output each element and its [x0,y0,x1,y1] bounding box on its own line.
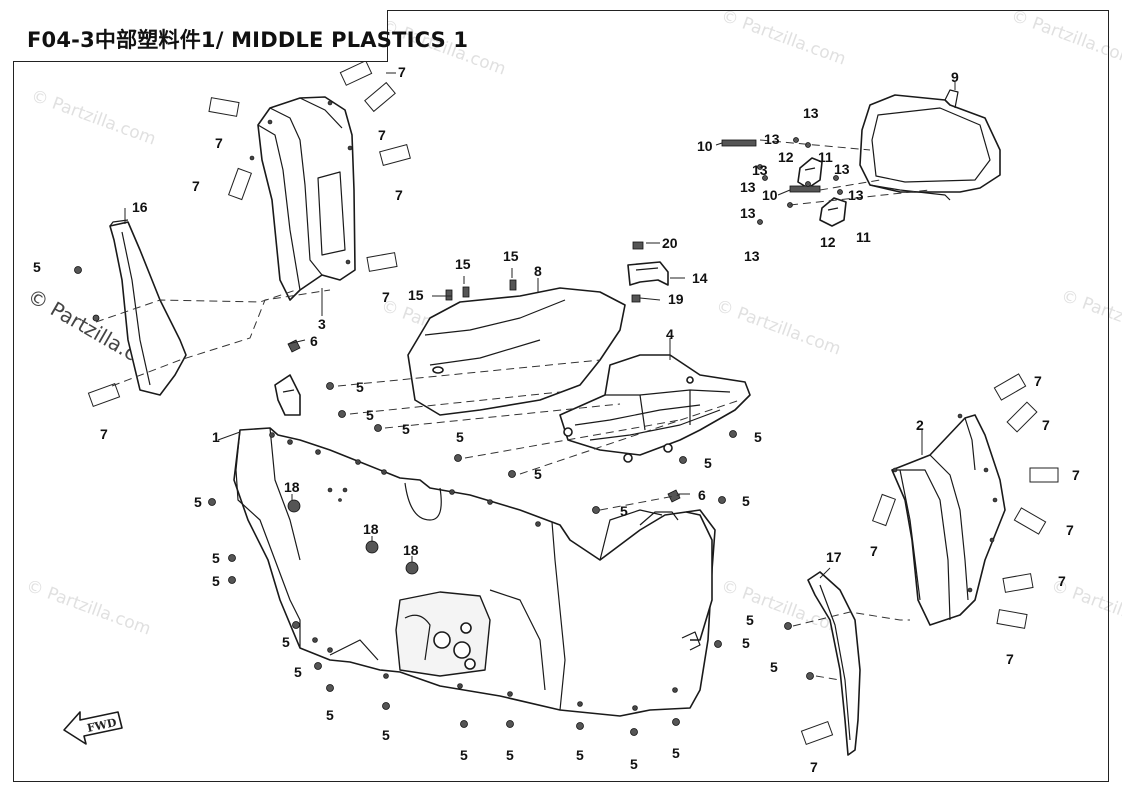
callout-18: 18 [403,542,419,558]
title-block: F04-3中部塑料件1/ MIDDLE PLASTICS 1 [13,10,468,62]
hardware-fasteners [74,137,843,736]
drawing-border [13,10,1109,782]
callout-13: 13 [803,105,819,121]
callout-13: 13 [740,179,756,195]
callout-5: 5 [382,727,390,743]
callout-7: 7 [100,426,108,442]
part-3-left-side-panel [249,96,356,301]
callout-5: 5 [356,379,364,395]
callout-15: 15 [503,248,519,264]
callout-11: 11 [856,229,871,245]
callout-15: 15 [408,287,424,303]
callout-16: 16 [132,199,148,215]
part-17-right-trim-strip [807,571,861,756]
callout-7: 7 [382,289,390,305]
callout-7: 7 [810,759,818,775]
callout-5: 5 [742,493,750,509]
callout-10: 10 [762,187,778,203]
callout-5: 5 [620,503,628,519]
callout-7: 7 [192,178,200,194]
callout-5: 5 [672,745,680,761]
callout-7: 7 [1072,467,1080,483]
callout-12: 12 [820,234,836,250]
callout-12: 12 [778,149,794,165]
callout-9: 9 [951,69,959,85]
callout-5: 5 [33,259,41,275]
callout-7: 7 [1034,373,1042,389]
callout-7: 7 [870,543,878,559]
callout-5: 5 [212,573,220,589]
part-8-center-cover [407,287,626,416]
callout-7: 7 [398,64,406,80]
callout-14: 14 [692,270,708,286]
callout-5: 5 [194,494,202,510]
callout-20: 20 [662,235,678,251]
callout-6: 6 [310,333,318,349]
callout-13: 13 [744,248,760,264]
assembly-dashed-lines [95,139,931,681]
part-2-right-side-panel [891,413,1006,626]
callout-7: 7 [1066,522,1074,538]
callout-5: 5 [534,466,542,482]
callout-13: 13 [764,131,780,147]
callout-5: 5 [630,756,638,772]
callout-5: 5 [326,707,334,723]
callout-5: 5 [460,747,468,763]
callout-5: 5 [506,747,514,763]
callout-labels: 1 2 3 4 5 5 5 5 5 5 5 5 5 5 5 5 5 5 5 5 … [33,64,1080,775]
callout-5: 5 [770,659,778,675]
callout-5: 5 [402,421,410,437]
callout-7: 7 [1042,417,1050,433]
callout-5: 5 [282,634,290,650]
callout-13: 13 [752,162,768,178]
callout-13: 13 [848,187,864,203]
part-4-storage-tray [559,354,751,463]
callout-4: 4 [666,326,674,342]
callout-5: 5 [576,747,584,763]
callout-2: 2 [916,417,924,433]
callout-5: 5 [456,429,464,445]
callout-17: 17 [826,549,842,565]
callout-7: 7 [1058,573,1066,589]
callout-5: 5 [754,429,762,445]
callout-15: 15 [455,256,471,272]
callout-6: 6 [698,487,706,503]
callout-7: 7 [395,187,403,203]
callout-leader-lines [124,72,956,579]
callout-5: 5 [742,635,750,651]
callout-11: 11 [818,149,833,165]
part-16-left-trim-strip [109,219,187,396]
part-14-bracket [627,241,669,303]
callout-1: 1 [212,429,220,445]
callout-10: 10 [697,138,713,154]
callout-5: 5 [746,612,754,628]
callout-18: 18 [284,479,300,495]
callout-7: 7 [378,127,386,143]
fwd-label: FWD [86,716,118,735]
callout-13: 13 [740,205,756,221]
callout-8: 8 [534,263,542,279]
callout-5: 5 [294,664,302,680]
part-7-clip-boxes [87,60,1059,746]
callout-5: 5 [366,407,374,423]
callout-7: 7 [215,135,223,151]
forward-direction-arrow: FWD [63,711,123,745]
diagram-title: F04-3中部塑料件1/ MIDDLE PLASTICS 1 [27,28,469,52]
callout-13: 13 [834,161,850,177]
part-9-upper-right-panel [859,89,1001,201]
callout-19: 19 [668,291,684,307]
callout-5: 5 [704,455,712,471]
callout-3: 3 [318,316,326,332]
callout-7: 7 [1006,651,1014,667]
part-1-main-floor-panel [233,374,716,717]
part-11-12-brackets [797,157,847,227]
callout-18: 18 [363,521,379,537]
callout-5: 5 [212,550,220,566]
